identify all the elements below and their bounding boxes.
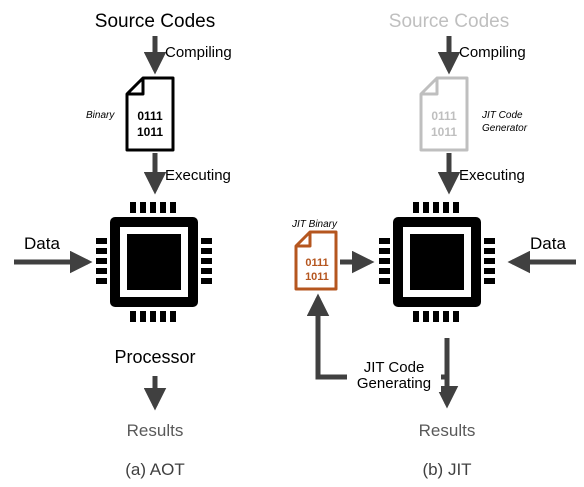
jit-binary-file-icon: 0111 1011 [294, 230, 338, 291]
aot-binary-bits-top: 0111 [137, 109, 163, 123]
aot-compiling-label: Compiling [165, 44, 232, 61]
jit-binary-label: JIT Binary [291, 219, 338, 230]
aot-caption: (a) AOT [125, 460, 185, 479]
jit-binary-bits-top: 0111 [305, 257, 328, 269]
jit-generator-label-line2: Generator [482, 123, 528, 134]
jit-executing-label: Executing [459, 167, 525, 184]
jit-generating-label-bg [347, 358, 441, 392]
aot-panel: Source Codes Compiling 0111 1011 Binary … [14, 11, 232, 479]
aot-binary-file-icon: 0111 1011 [125, 76, 175, 152]
jit-source-codes-label: Source Codes [389, 11, 509, 32]
jit-generator-bits-top: 0111 [431, 109, 457, 123]
aot-results-label: Results [127, 421, 184, 440]
jit-generator-label-line1: JIT Code [481, 110, 523, 121]
jit-binary-bits-bottom: 1011 [305, 271, 329, 283]
jit-panel: Source Codes Compiling 0111 1011 JIT Cod… [291, 11, 576, 479]
jit-generator-bits-bottom: 1011 [431, 125, 457, 139]
aot-source-codes-label: Source Codes [95, 11, 215, 32]
jit-caption: (b) JIT [422, 460, 471, 479]
aot-processor-label: Processor [114, 347, 195, 367]
jit-processor-chip-icon [379, 202, 495, 322]
aot-binary-label: Binary [86, 110, 115, 121]
aot-binary-bits-bottom: 1011 [137, 125, 163, 139]
jit-results-label: Results [419, 421, 476, 440]
aot-data-label: Data [24, 234, 60, 253]
jit-generating-label-line1: JIT Code [364, 359, 425, 376]
jit-data-label: Data [530, 234, 566, 253]
jit-generating-label-line2: Generating [357, 375, 431, 392]
aot-processor-chip-icon [96, 202, 212, 322]
jit-compiling-label: Compiling [459, 44, 526, 61]
aot-executing-label: Executing [165, 167, 231, 184]
jit-code-generator-file-icon: 0111 1011 [419, 76, 469, 152]
